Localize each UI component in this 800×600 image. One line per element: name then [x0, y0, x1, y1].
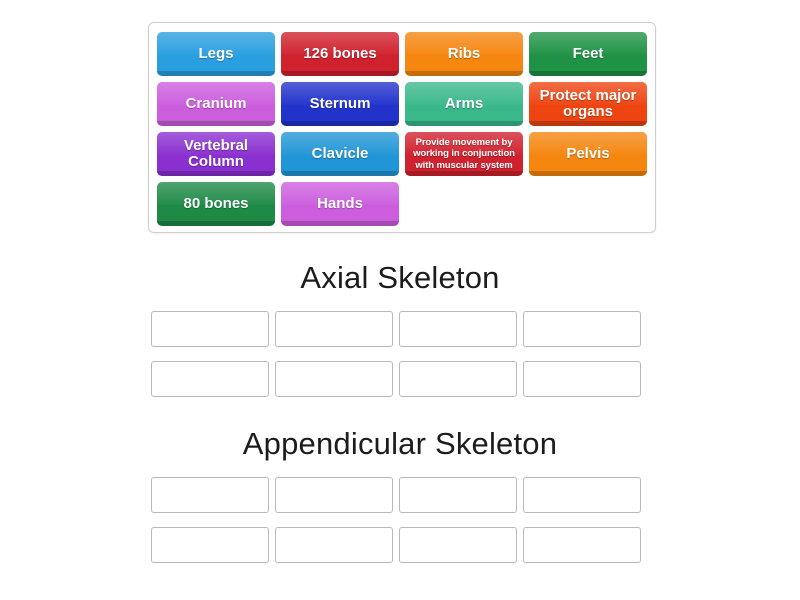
word-tile[interactable]: Vertebral Column: [157, 132, 275, 176]
word-tile[interactable]: Ribs: [405, 32, 523, 76]
word-tile-label: 126 bones: [303, 44, 377, 62]
answer-slot[interactable]: [275, 361, 393, 397]
answer-slot[interactable]: [399, 477, 517, 513]
answer-slot[interactable]: [275, 311, 393, 347]
word-tile[interactable]: Hands: [281, 182, 399, 226]
section-heading-axial: Axial Skeleton: [300, 260, 500, 295]
answer-slot[interactable]: [523, 311, 641, 347]
word-tile-label: Hands: [317, 194, 363, 212]
dropzone-axial-skeleton[interactable]: [148, 308, 656, 400]
word-tile-label: Sternum: [309, 94, 371, 112]
word-tile[interactable]: Arms: [405, 82, 523, 126]
word-tile-label: 80 bones: [183, 194, 249, 212]
word-tile-label: Legs: [198, 44, 234, 62]
word-tile[interactable]: Legs: [157, 32, 275, 76]
word-tile[interactable]: Feet: [529, 32, 647, 76]
word-tile[interactable]: Pelvis: [529, 132, 647, 176]
answer-slot[interactable]: [523, 477, 641, 513]
answer-slot[interactable]: [523, 527, 641, 563]
word-tile[interactable]: Protect major organs: [529, 82, 647, 126]
answer-slot[interactable]: [151, 311, 269, 347]
word-tile-label: Feet: [572, 44, 604, 62]
word-tile-label: Protect major organs: [539, 86, 637, 120]
section-heading-appendicular: Appendicular Skeleton: [242, 426, 558, 461]
word-tile-label: Cranium: [185, 94, 247, 112]
answer-slot[interactable]: [151, 477, 269, 513]
word-tile-label: Clavicle: [311, 144, 369, 162]
answer-slot[interactable]: [151, 527, 269, 563]
word-tile-label: Vertebral Column: [183, 136, 249, 170]
word-tile[interactable]: Cranium: [157, 82, 275, 126]
word-tile[interactable]: 126 bones: [281, 32, 399, 76]
answer-slot[interactable]: [275, 477, 393, 513]
word-tile[interactable]: 80 bones: [157, 182, 275, 226]
word-tile-label: Arms: [444, 94, 484, 112]
dropzone-appendicular-skeleton[interactable]: [148, 474, 656, 566]
word-tile-label: Provide movement by working in conjuncti…: [413, 136, 515, 171]
answer-slot[interactable]: [399, 311, 517, 347]
answer-slot[interactable]: [151, 361, 269, 397]
word-tile[interactable]: Sternum: [281, 82, 399, 126]
answer-slot[interactable]: [275, 527, 393, 563]
word-tile-label: Pelvis: [566, 144, 610, 162]
word-tile[interactable]: Clavicle: [281, 132, 399, 176]
word-tile[interactable]: Provide movement by working in conjuncti…: [405, 132, 523, 176]
answer-slot[interactable]: [399, 527, 517, 563]
answer-slot[interactable]: [523, 361, 641, 397]
answer-slot[interactable]: [399, 361, 517, 397]
word-tile-label: Ribs: [447, 44, 481, 62]
